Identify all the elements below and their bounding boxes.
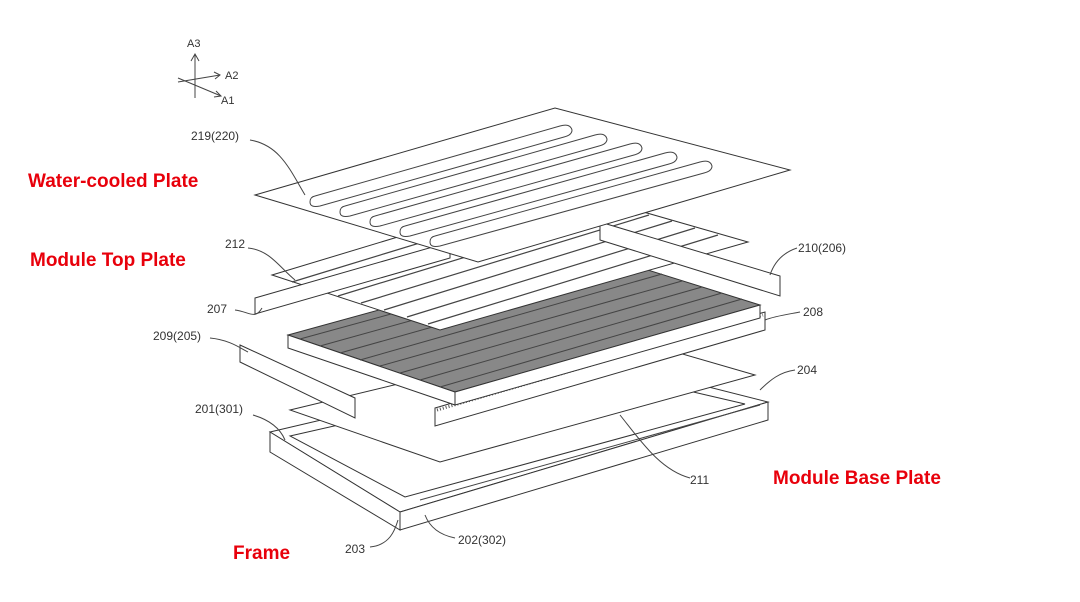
ref-207: 207 bbox=[207, 302, 227, 316]
water-cooled-plate bbox=[253, 107, 792, 263]
ref-212: 212 bbox=[225, 237, 245, 251]
ref-219: 219(220) bbox=[191, 129, 239, 143]
ref-208: 208 bbox=[803, 305, 823, 319]
axis-a2-label: A2 bbox=[225, 70, 238, 82]
callout-frame: Frame bbox=[233, 543, 291, 564]
ref-203: 203 bbox=[345, 542, 365, 556]
axis-a3-label: A3 bbox=[187, 38, 200, 50]
side-plate-209 bbox=[239, 344, 356, 419]
axis-indicator: A3 A2 A1 bbox=[177, 38, 238, 107]
side-plate-210 bbox=[599, 221, 781, 297]
ref-210: 210(206) bbox=[798, 241, 846, 255]
leader-lines bbox=[209, 139, 801, 548]
callout-module-base-plate: Module Base Plate bbox=[773, 468, 941, 489]
ref-211: 211 bbox=[690, 473, 709, 487]
ref-202: 202(302) bbox=[458, 533, 506, 547]
callout-module-top-plate: Module Top Plate bbox=[30, 250, 186, 271]
axis-a1-label: A1 bbox=[221, 95, 234, 107]
callout-water-cooled-plate: Water-cooled Plate bbox=[28, 171, 199, 192]
ref-204: 204 bbox=[797, 363, 817, 377]
ref-209: 209(205) bbox=[153, 329, 201, 343]
ref-201: 201(301) bbox=[195, 402, 243, 416]
side-plate-207 bbox=[254, 241, 451, 315]
